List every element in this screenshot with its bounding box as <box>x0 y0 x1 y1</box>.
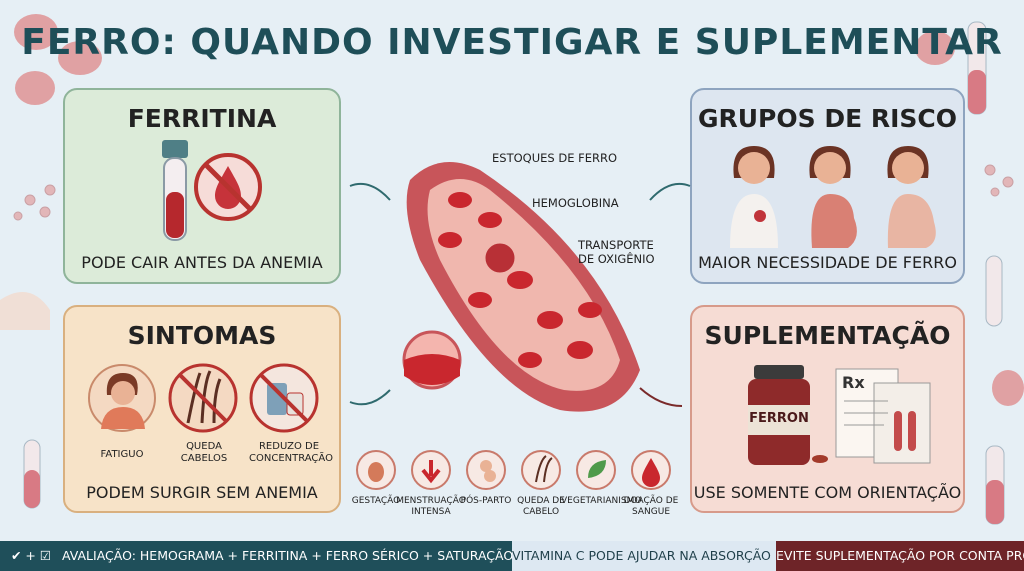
symptom-fatigue: FATIGUO <box>100 449 144 460</box>
blood-cell-decor <box>992 370 1024 406</box>
bottom-bar-left: ✔ + ☑ AVALIAÇÃO: HEMOGRAMA + FERRITINA + … <box>0 541 512 571</box>
connector-arrows <box>349 182 691 407</box>
checklist-icon: ✔ + ☑ <box>10 548 52 563</box>
panel-title: SINTOMAS <box>127 321 277 350</box>
rx-label: Rx <box>842 373 865 392</box>
test-tube-icon <box>162 140 188 241</box>
woman-pregnant-icon <box>809 146 857 248</box>
suplementacao-panel: SUPLEMENTAÇÃO FERRON Rx USE SOMENTE COM … <box>690 305 965 513</box>
page-title: FERRO: QUANDO INVESTIGAR E SUPLEMENTAR <box>21 22 1003 63</box>
panel-title: FERRITINA <box>127 104 277 133</box>
icons-row-glyphs <box>368 455 660 487</box>
symptom-hair: QUEDA CABELOS <box>180 441 228 464</box>
blood-cell-decor <box>58 41 102 75</box>
bottom-bar-right: EVITE SUPLEMENTAÇÃO POR CONTA PRÓPRIA <box>776 541 1024 571</box>
vessel-label-oxygen-transport: TRANSPORTE DE OXIGÊNIO <box>578 238 655 266</box>
panel-title: GRUPOS DE RISCO <box>697 104 958 133</box>
sintomas-panel: SINTOMAS FATIGUO QUEDA CABELOS REDUZO DE… <box>63 305 341 513</box>
women-illustration <box>730 146 936 248</box>
blood-cell-decor <box>915 31 955 65</box>
hair-loss-icon <box>168 363 238 433</box>
no-blood-drop-icon <box>194 153 262 221</box>
fatigue-icon <box>88 364 156 432</box>
icon-label: MENSTRUAÇÃO INTENSA <box>396 496 466 517</box>
panel-footer: MAIOR NECESSIDADE DE FERRO <box>698 253 957 272</box>
test-tube-decor <box>985 255 1003 327</box>
blood-cell-decor <box>14 14 58 50</box>
panel-footer: USE SOMENTE COM ORIENTAÇÃO <box>693 483 962 502</box>
bottle-label: FERRON <box>749 411 809 426</box>
blood-vessel-illustration <box>402 162 640 412</box>
panel-footer: PODE CAIR ANTES DA ANEMIA <box>81 253 323 272</box>
woman-pregnant-icon <box>887 146 936 248</box>
blood-cell-decor <box>15 71 55 105</box>
icon-label: QUEDA DE CABELO <box>517 496 565 517</box>
symptom-concentration: REDUZO DE CONCENTRAÇÃO <box>249 441 333 464</box>
leaf-icon <box>576 450 616 490</box>
woman-tired-icon <box>730 146 778 248</box>
icon-label: DOAÇÃO DE SANGUE <box>623 496 679 517</box>
vessel-label-hemoglobin: HEMOGLOBINA <box>532 196 619 210</box>
icon-label: VEGETARIANISMO <box>561 496 642 506</box>
panel-title: SUPLEMENTAÇÃO <box>704 321 951 350</box>
no-pills-icon <box>249 363 319 433</box>
panel-footer: PODEM SURGIR SEM ANEMIA <box>86 483 318 502</box>
molecule-decor <box>13 164 1014 221</box>
hair-icon <box>521 450 561 490</box>
vessel-label-iron-stores: ESTOQUES DE FERRO <box>492 151 618 165</box>
bottom-bar-middle: VITAMINA C PODE AJUDAR NA ABSORÇÃO DO FE… <box>512 541 776 571</box>
evaluation-text: AVALIAÇÃO: HEMOGRAMA + FERRITINA + FERRO… <box>62 548 512 563</box>
icon-label: PÓS-PARTO <box>460 496 512 506</box>
grupos-risco-panel: GRUPOS DE RISCO MAIOR NECESSIDADE DE FER… <box>690 88 965 284</box>
supplement-illustration <box>748 365 931 465</box>
hair-follicle-decor <box>0 292 50 330</box>
icon-label: GESTAÇÃO <box>351 496 401 506</box>
ferritina-panel: FERRITINA PODE CAIR ANTES DA ANEMIA <box>63 88 341 284</box>
